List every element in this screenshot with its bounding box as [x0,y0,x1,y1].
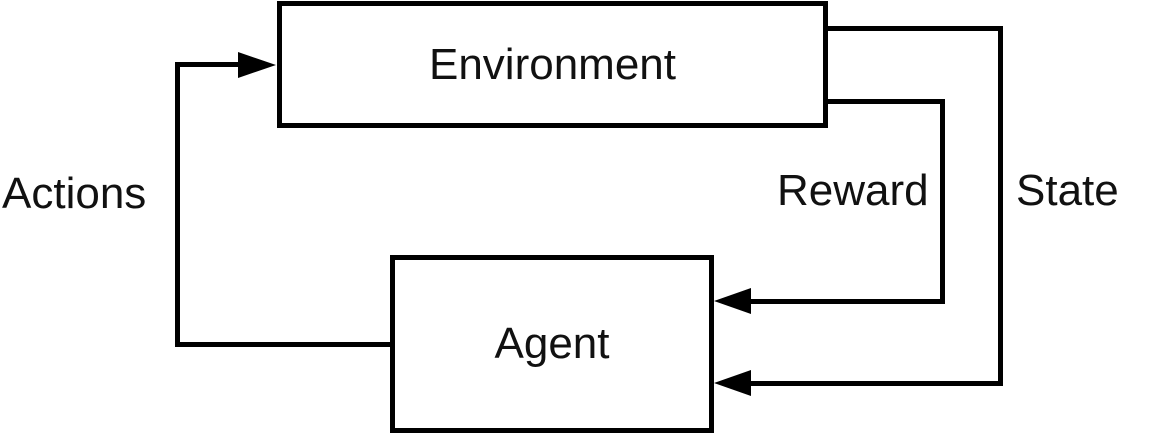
reward-edge-label: Reward [777,166,929,215]
environment-node-label: Environment [428,39,676,89]
actions-arrowhead-icon [238,52,276,78]
state-edge-vertical-segment [998,26,1003,386]
state-edge-top-segment [826,26,1003,31]
reward-edge-vertical-segment [940,99,945,304]
state-arrowhead-icon [714,370,751,396]
actions-edge-label: Actions [2,169,147,218]
agent-node-label: Agent [494,319,610,368]
actions-edge-bottom-segment [175,342,390,347]
state-edge-bottom-segment [748,381,1003,386]
agent-node: Agent [390,255,714,433]
reward-arrowhead-icon [714,288,751,314]
actions-edge-vertical-segment [175,62,180,347]
state-edge-label: State [1016,166,1119,215]
actions-edge-top-segment [175,62,243,67]
environment-node: Environment [277,1,828,128]
reward-edge-top-segment [826,99,945,104]
reward-edge-bottom-segment [748,299,945,304]
